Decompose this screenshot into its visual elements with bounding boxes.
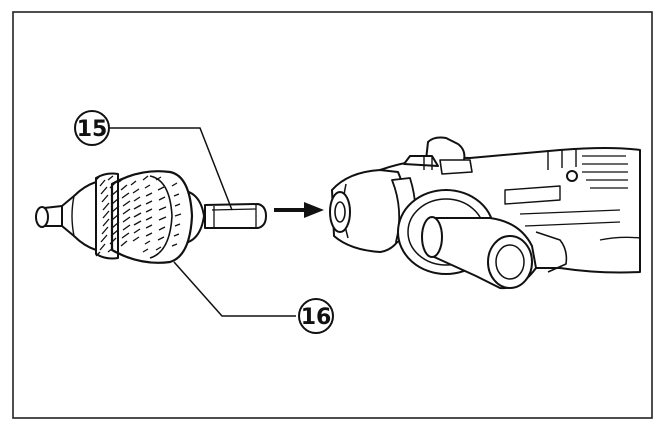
callout-leader-15	[110, 127, 233, 211]
drill-chuck	[35, 170, 267, 264]
callout-16: 16	[298, 298, 334, 334]
callout-15: 15	[74, 110, 110, 146]
callout-16-label: 16	[301, 305, 332, 330]
insert-direction-arrow	[274, 202, 324, 218]
figure-frame	[12, 11, 653, 419]
drill-body	[329, 136, 641, 290]
chuck-shank	[204, 203, 267, 229]
callout-15-label: 15	[77, 117, 108, 142]
callout-leader-16	[173, 261, 296, 317]
